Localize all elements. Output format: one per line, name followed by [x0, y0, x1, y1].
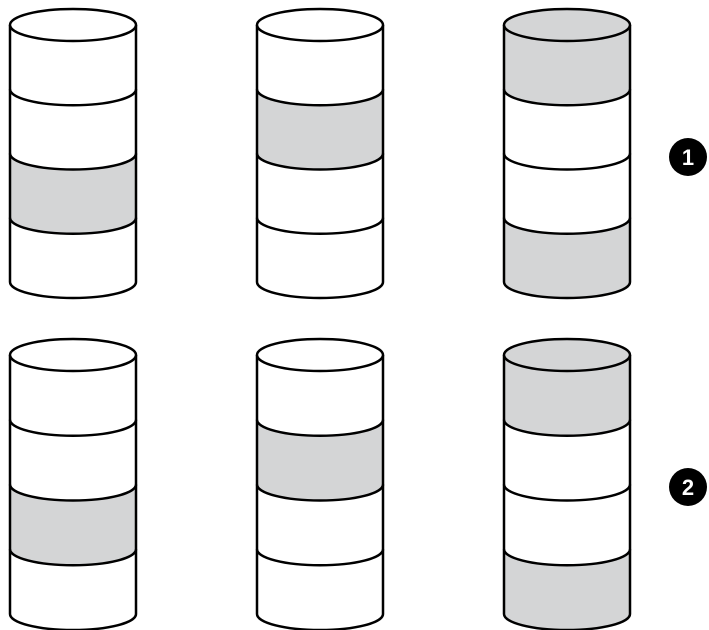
- marker-number: 1: [682, 145, 694, 170]
- data-stripe-segment: [257, 355, 383, 436]
- disk-row-1: [8, 7, 632, 300]
- disk-top-cap: [502, 7, 632, 43]
- segment-divider: [502, 217, 632, 235]
- segment-divider: [502, 281, 632, 300]
- segment-divider: [255, 549, 385, 567]
- segment-divider: [8, 89, 138, 107]
- segment-divider: [255, 613, 385, 630]
- disk: [255, 337, 385, 630]
- segment-divider: [502, 484, 632, 502]
- data-stripe-segment-shaded: [10, 484, 136, 566]
- data-stripe-segment-shaded: [504, 355, 630, 436]
- disk: [255, 7, 385, 300]
- disk-top-cap: [8, 7, 138, 43]
- step-marker-1: 1: [669, 138, 707, 176]
- data-stripe-segment: [257, 484, 383, 566]
- data-stripe-segment: [257, 25, 383, 106]
- segment-divider: [8, 484, 138, 502]
- disk-top-cap: [255, 7, 385, 43]
- disk-top-cap: [8, 337, 138, 373]
- data-stripe-segment: [504, 89, 630, 170]
- data-stripe-segment: [10, 89, 136, 170]
- segment-divider: [502, 419, 632, 437]
- disk-top-cap: [502, 337, 632, 373]
- data-stripe-segment: [504, 419, 630, 501]
- disk: [8, 337, 138, 630]
- data-stripe-segment: [504, 484, 630, 566]
- data-stripe-segment-shaded: [504, 549, 630, 630]
- segment-divider: [8, 613, 138, 630]
- segment-divider: [255, 281, 385, 300]
- data-stripe-segment: [10, 419, 136, 501]
- marker-number: 2: [682, 475, 694, 500]
- data-stripe-segment: [10, 217, 136, 298]
- data-stripe-segment: [10, 549, 136, 630]
- data-stripe-segment-shaded: [504, 217, 630, 298]
- segment-divider: [8, 281, 138, 300]
- data-stripe-segment: [504, 153, 630, 234]
- data-stripe-segment: [257, 153, 383, 234]
- segment-divider: [255, 484, 385, 502]
- disk: [502, 7, 632, 300]
- step-marker-2: 2: [669, 468, 707, 506]
- disk: [8, 7, 138, 300]
- disk-top-cap: [255, 337, 385, 373]
- segment-divider: [8, 153, 138, 171]
- segment-divider: [8, 549, 138, 567]
- data-stripe-segment: [257, 549, 383, 630]
- data-stripe-segment-shaded: [257, 89, 383, 170]
- data-stripe-segment: [10, 25, 136, 106]
- segment-divider: [502, 89, 632, 107]
- data-stripe-segment-shaded: [257, 419, 383, 501]
- data-stripe-segment: [10, 355, 136, 436]
- segment-divider: [502, 613, 632, 630]
- disk-row-2: [8, 337, 632, 630]
- marker-circle: [669, 138, 707, 176]
- data-stripe-segment: [257, 217, 383, 298]
- marker-circle: [669, 468, 707, 506]
- data-stripe-segment-shaded: [504, 25, 630, 106]
- segment-divider: [502, 549, 632, 567]
- data-stripe-segment-shaded: [10, 153, 136, 234]
- disk: [502, 337, 632, 630]
- segment-divider: [255, 89, 385, 107]
- segment-divider: [8, 419, 138, 437]
- segment-divider: [255, 217, 385, 235]
- segment-divider: [502, 153, 632, 171]
- segment-divider: [8, 217, 138, 235]
- segment-divider: [255, 419, 385, 437]
- segment-divider: [255, 153, 385, 171]
